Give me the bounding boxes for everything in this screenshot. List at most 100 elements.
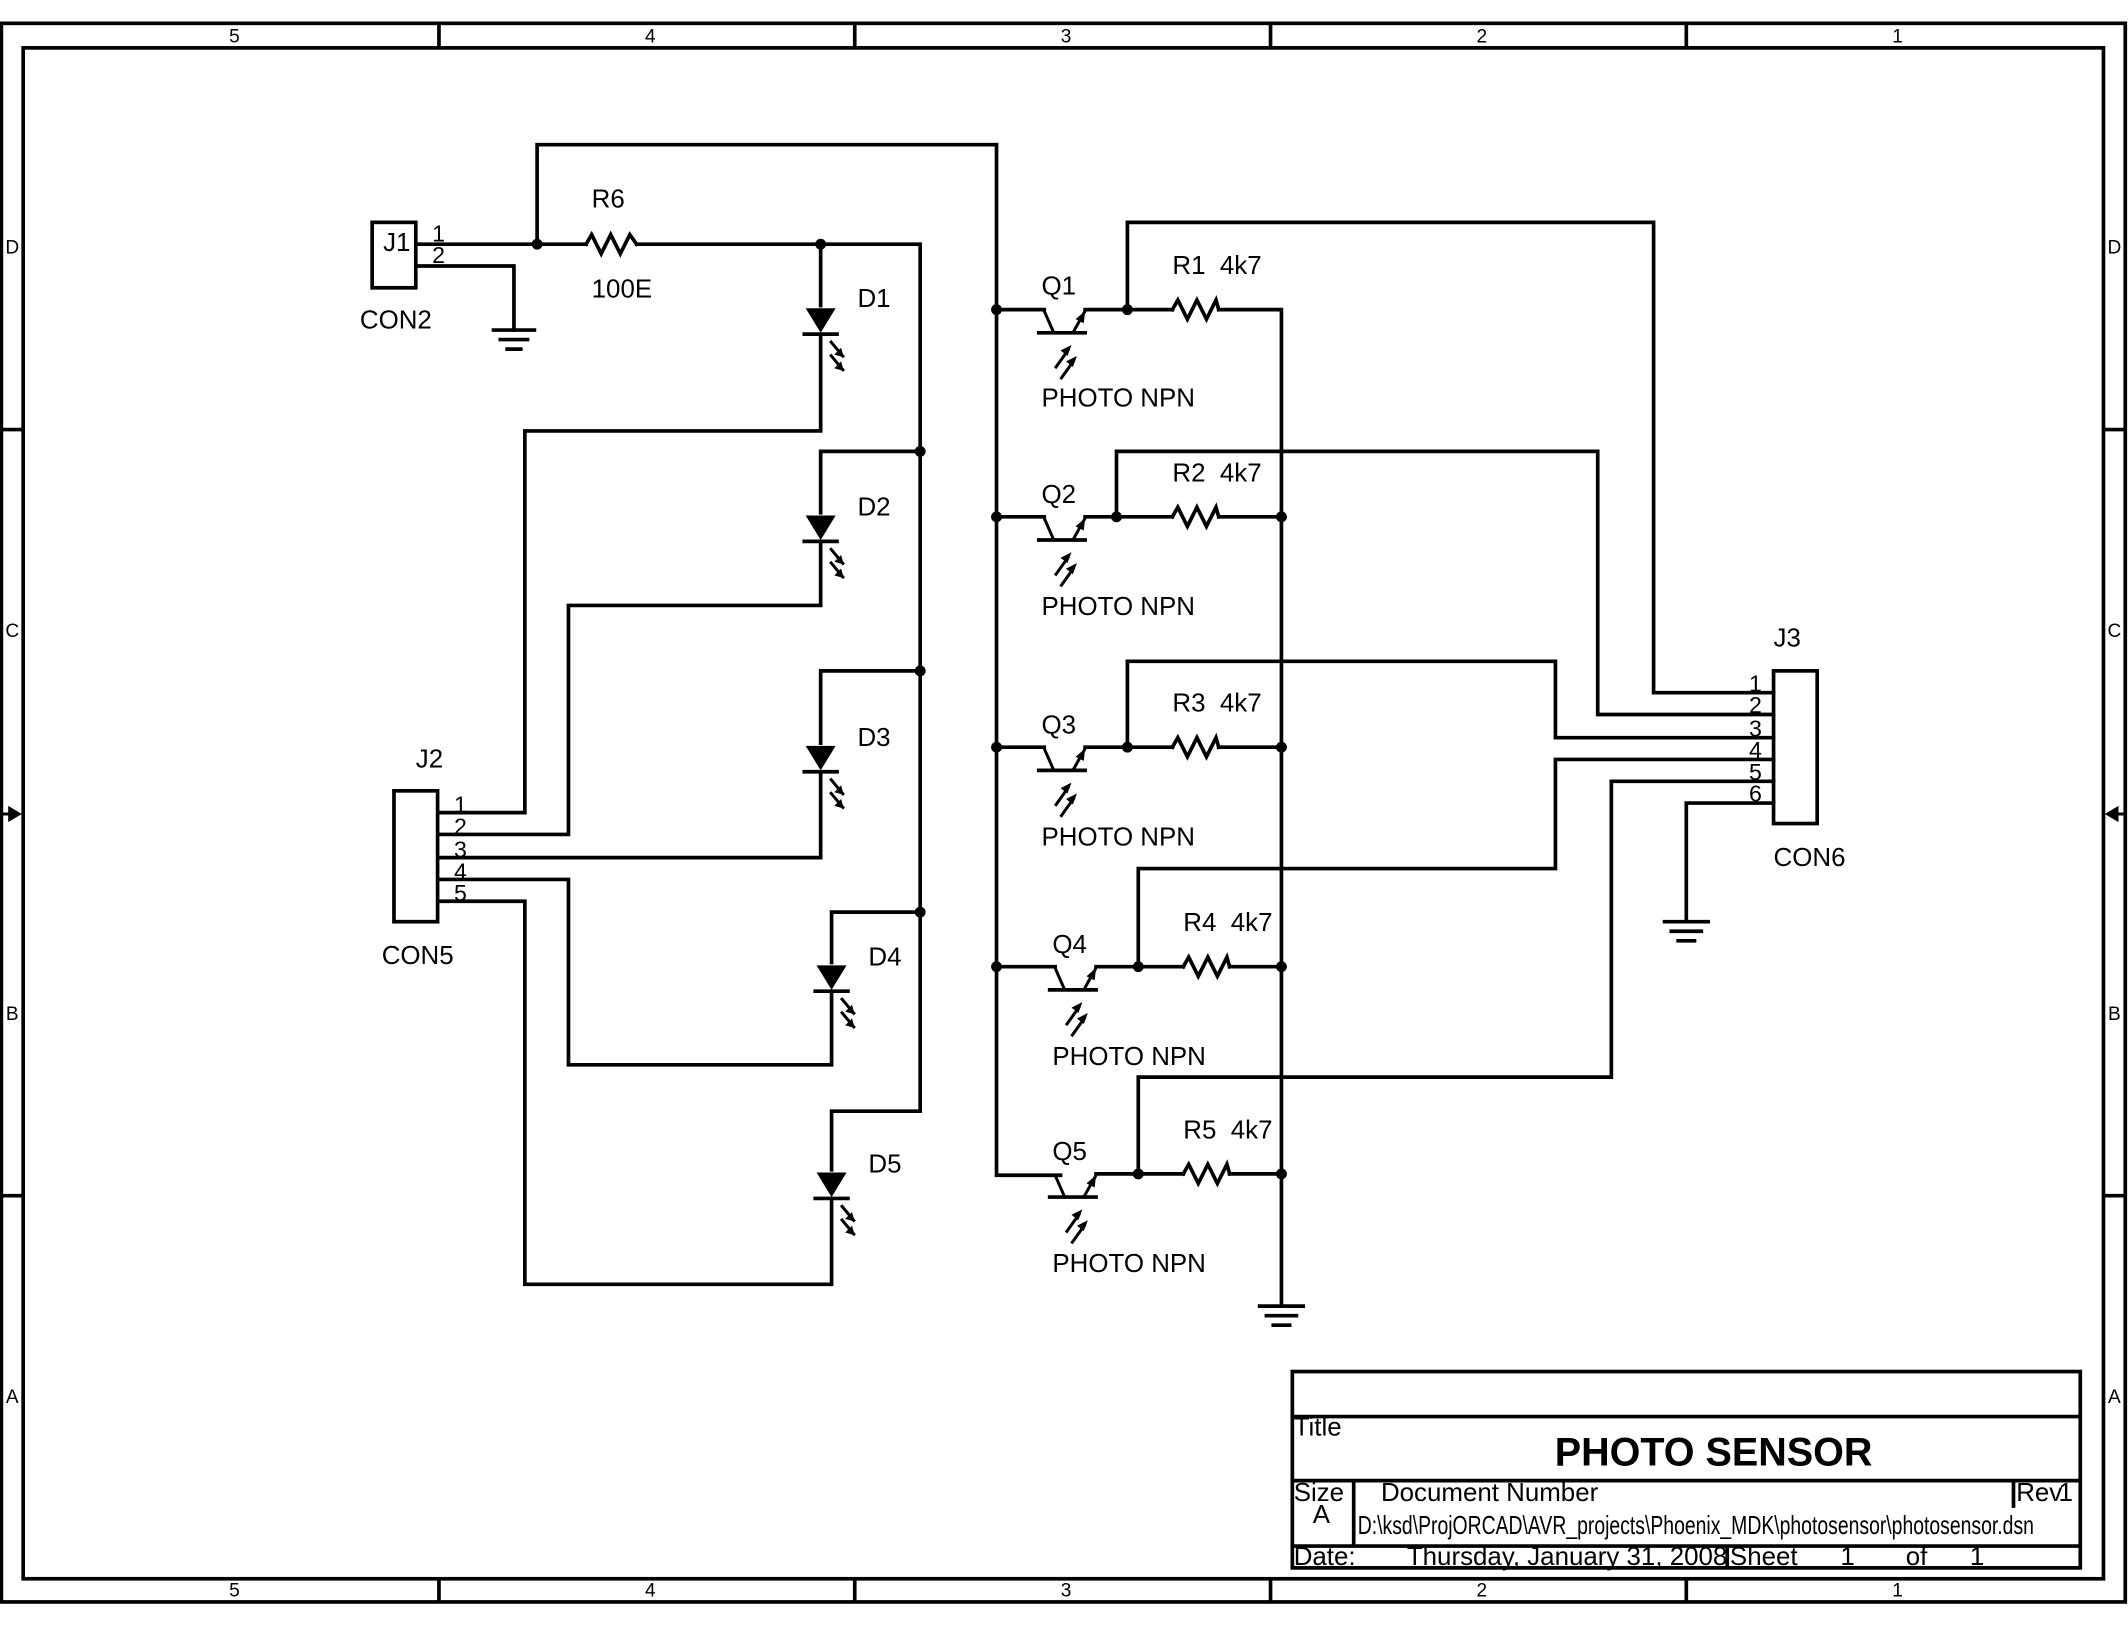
d4-ref: D4 xyxy=(868,943,901,971)
j3-pin-4: 4 xyxy=(1749,737,1762,763)
j1-value: CON2 xyxy=(360,307,432,335)
j3-pin-1: 1 xyxy=(1749,670,1762,696)
led-d1: D1 xyxy=(802,285,891,372)
zone-row-left-b: B xyxy=(6,1004,19,1025)
j1-pin-2: 2 xyxy=(432,242,445,268)
r4-label: R4 4k7 xyxy=(1183,909,1272,937)
document-title: PHOTO SENSOR xyxy=(1555,1431,1873,1475)
d2-ref: D2 xyxy=(857,493,890,521)
led-d2: D2 xyxy=(802,493,891,580)
drawing-frame xyxy=(0,21,2128,1604)
j2-pin-5: 5 xyxy=(454,880,467,906)
size-label: Size xyxy=(1294,1479,1344,1507)
r1-label: R1 4k7 xyxy=(1172,252,1261,280)
phototransistor-q4: Q4 PHOTO NPN xyxy=(1047,931,1206,1071)
j3-pin-5: 5 xyxy=(1749,759,1762,785)
led-d4: D4 xyxy=(813,943,901,1029)
d3-ref: D3 xyxy=(857,724,890,752)
title-label: Title xyxy=(1294,1414,1342,1442)
j2-pin-2: 2 xyxy=(454,813,467,839)
phototransistor-q5: Q5 PHOTO NPN xyxy=(1047,1138,1206,1278)
connector-j2: J2 CON5 1 2 3 4 5 xyxy=(382,746,467,970)
resistor-r5: R5 4k7 xyxy=(1180,1116,1273,1188)
d1-ref: D1 xyxy=(857,285,890,313)
resistor-r2: R2 4k7 xyxy=(1169,459,1262,531)
ground-symbol-j3 xyxy=(1662,919,1710,943)
date-value: Thursday, January 31, 2008 xyxy=(1407,1543,1727,1571)
phototransistor-q1: Q1 PHOTO NPN xyxy=(1036,273,1195,412)
connector-j1: J1 CON2 1 2 xyxy=(360,220,445,334)
j3-pin-6: 6 xyxy=(1749,781,1762,807)
j1-pin-1: 1 xyxy=(432,220,445,246)
j3-ref: J3 xyxy=(1774,624,1801,652)
title-block: Title PHOTO SENSOR Size A Document Numbe… xyxy=(1290,1369,2083,1571)
d5-ref: D5 xyxy=(868,1151,901,1179)
sheet-label: Sheet xyxy=(1730,1543,1798,1571)
j3-pin-2: 2 xyxy=(1749,692,1762,718)
ground-symbol-j1 xyxy=(491,328,537,351)
sheet-number: 1 xyxy=(1840,1543,1854,1571)
r6-value: 100E xyxy=(592,275,652,303)
r5-label: R5 4k7 xyxy=(1183,1116,1272,1144)
document-number-label: Document Number xyxy=(1381,1479,1599,1507)
date-label: Date: xyxy=(1294,1543,1356,1571)
q2-ref: Q2 xyxy=(1042,481,1077,509)
size-value: A xyxy=(1313,1501,1331,1529)
j2-value: CON5 xyxy=(382,942,454,970)
zone-row-right-a: A xyxy=(2108,1387,2121,1408)
q4-value: PHOTO NPN xyxy=(1052,1043,1205,1071)
led-d3: D3 xyxy=(802,724,891,810)
zone-col-top-3: 3 xyxy=(1061,26,1072,47)
j3-value: CON6 xyxy=(1774,844,1846,872)
zone-labels: 5 4 3 2 1 5 4 3 2 1 D C B A D C B A xyxy=(5,26,2121,1601)
j2-ref: J2 xyxy=(416,746,443,774)
sheet-total: 1 xyxy=(1970,1543,1984,1571)
j2-pin-1: 1 xyxy=(454,792,467,818)
resistor-r1: R1 4k7 xyxy=(1169,252,1262,324)
zone-col-bottom-5: 5 xyxy=(229,1580,240,1601)
zone-col-top-4: 4 xyxy=(645,26,656,47)
zone-col-top-5: 5 xyxy=(229,26,240,47)
q3-ref: Q3 xyxy=(1042,712,1077,740)
resistor-r6: R6 100E xyxy=(583,185,652,303)
zone-row-right-c: C xyxy=(2107,621,2121,642)
zone-col-top-1: 1 xyxy=(1892,26,1903,47)
connector-j3: J3 CON6 1 2 3 4 5 6 xyxy=(1749,624,1845,871)
document-number-value: D:\ksd\ProjORCAD\AVR_projects\Phoenix_MD… xyxy=(1358,1512,2034,1540)
q2-value: PHOTO NPN xyxy=(1042,593,1195,621)
zone-col-bottom-3: 3 xyxy=(1061,1580,1072,1601)
q1-value: PHOTO NPN xyxy=(1042,384,1195,412)
zone-col-bottom-2: 2 xyxy=(1477,1580,1488,1601)
resistor-r4: R4 4k7 xyxy=(1180,909,1273,981)
zone-col-bottom-4: 4 xyxy=(645,1580,656,1601)
zone-row-left-a: A xyxy=(6,1387,19,1408)
r6-ref: R6 xyxy=(592,185,625,213)
q3-value: PHOTO NPN xyxy=(1042,823,1195,851)
resistor-r3: R3 4k7 xyxy=(1169,690,1262,761)
zone-col-top-2: 2 xyxy=(1477,26,1488,47)
q5-value: PHOTO NPN xyxy=(1052,1250,1205,1278)
phototransistor-q3: Q3 PHOTO NPN xyxy=(1036,712,1195,851)
wires xyxy=(415,142,1776,1308)
zone-col-bottom-1: 1 xyxy=(1892,1580,1903,1601)
q5-ref: Q5 xyxy=(1052,1138,1087,1166)
zone-row-left-d: D xyxy=(5,238,19,259)
zone-row-right-b: B xyxy=(2108,1004,2121,1025)
junctions xyxy=(531,238,1287,1180)
ground-symbol-rail xyxy=(1257,1304,1306,1328)
phototransistor-q2: Q2 PHOTO NPN xyxy=(1036,481,1195,621)
r3-label: R3 4k7 xyxy=(1172,690,1261,718)
zone-row-right-d: D xyxy=(2107,238,2121,259)
j2-pin-3: 3 xyxy=(454,837,467,863)
rev-label: Rev xyxy=(2016,1479,2062,1507)
q1-ref: Q1 xyxy=(1042,273,1077,301)
r2-label: R2 4k7 xyxy=(1172,459,1261,487)
rev-value: 1 xyxy=(2058,1479,2072,1507)
of-label: of xyxy=(1906,1543,1928,1571)
q4-ref: Q4 xyxy=(1052,931,1087,959)
led-d5: D5 xyxy=(813,1151,901,1237)
j3-pin-3: 3 xyxy=(1749,715,1762,741)
j1-ref: J1 xyxy=(383,229,410,257)
zone-row-left-c: C xyxy=(5,621,19,642)
